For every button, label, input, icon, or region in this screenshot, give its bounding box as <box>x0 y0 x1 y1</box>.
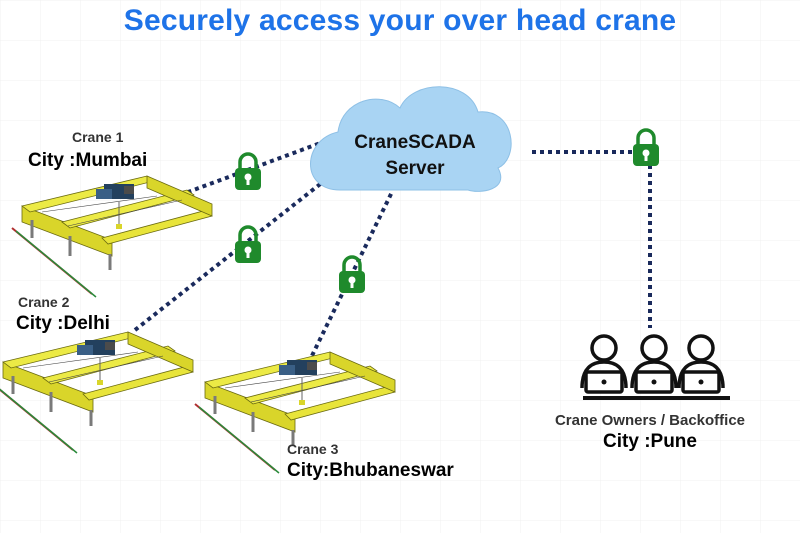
server-subtitle: Server <box>385 158 445 179</box>
owners-city: City :Pune <box>603 431 697 452</box>
server-label: CraneSCADA Server <box>340 130 490 182</box>
crane-2-city: City :Delhi <box>16 313 110 334</box>
page-title: Securely access your over head crane <box>123 4 677 37</box>
cloud-icon <box>310 86 512 192</box>
crane-3-city: City:Bhubaneswar <box>287 460 454 481</box>
crane-1-city: City :Mumbai <box>28 150 148 171</box>
server-name: CraneSCADA <box>354 132 476 153</box>
owners-label: Crane Owners / Backoffice <box>554 412 746 429</box>
crane-1-label: Crane 1 <box>72 129 124 145</box>
crane-3-label: Crane 3 <box>287 441 339 457</box>
users-at-laptops-icon <box>580 334 730 400</box>
crane-2-label: Crane 2 <box>18 294 70 310</box>
